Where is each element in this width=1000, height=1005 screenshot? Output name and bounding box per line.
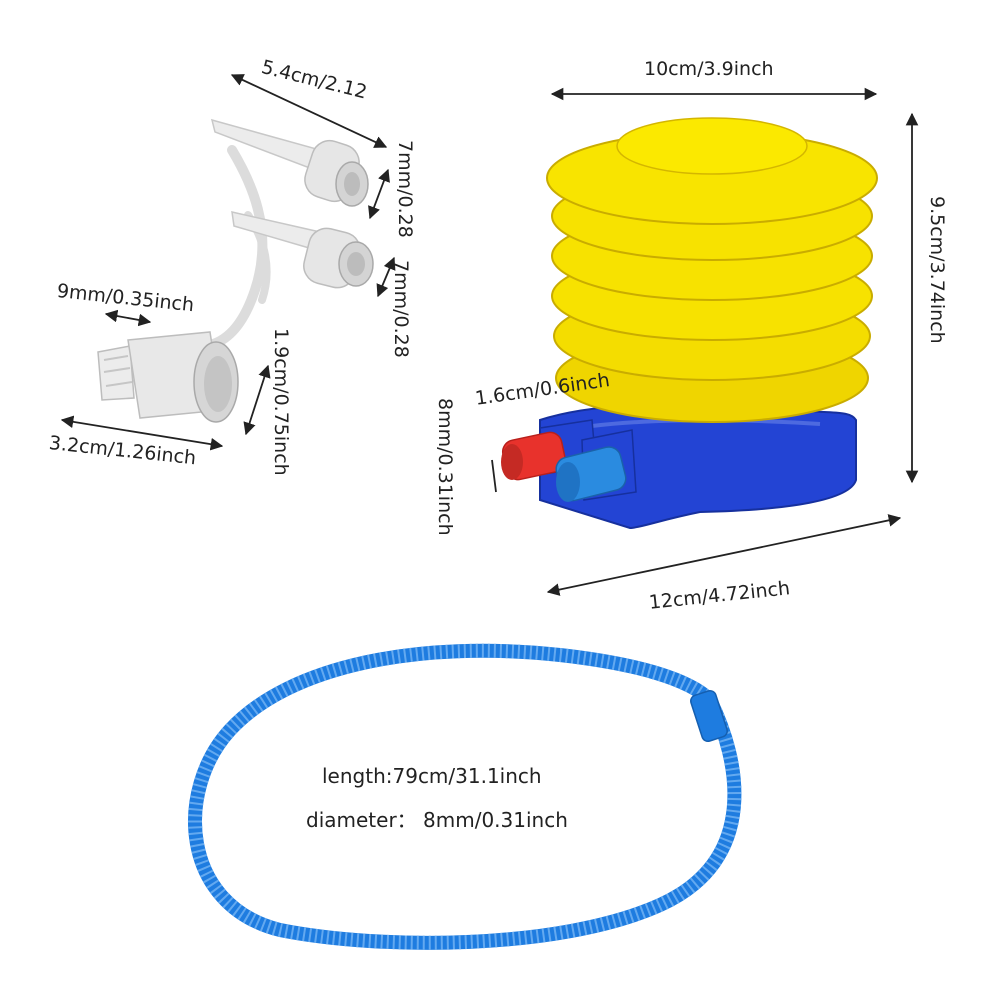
arrow-adapter-length — [230, 74, 388, 148]
dimension-arrows — [60, 74, 919, 596]
hose — [188, 643, 742, 950]
arrow-tip-b — [376, 256, 396, 298]
arrow-nozzle-diameter — [491, 459, 497, 493]
label-adapter-tip-a: 7mm/0.28 — [394, 140, 416, 238]
pump-nozzle-blue — [555, 429, 637, 502]
arrow-valve-tip — [104, 309, 152, 327]
arrow-tip-a — [368, 168, 390, 220]
label-adapter-tip-b: 7mm/0.28 — [390, 260, 412, 358]
pump-bellows — [546, 117, 878, 423]
adapter-sprue — [97, 118, 374, 423]
arrow-valve-height — [243, 364, 271, 436]
adapter-nozzle-upper — [304, 139, 369, 207]
label-valve-height: 1.9cm/0.75inch — [270, 328, 292, 476]
label-hose-diameter: diameter： 8mm/0.31inch — [306, 808, 568, 832]
label-pump-width: 10cm/3.9inch — [644, 58, 774, 80]
label-pump-height: 9.5cm/3.74inch — [926, 196, 948, 344]
foot-pump — [501, 117, 878, 530]
arrow-valve-length — [60, 415, 224, 451]
adapter-nozzle-lower — [303, 227, 374, 289]
hose-end — [690, 689, 728, 743]
label-hose-length: length:79cm/31.1inch — [322, 764, 542, 788]
arrow-base-length — [546, 514, 902, 596]
label-nozzle-diameter: 8mm/0.31inch — [434, 398, 456, 536]
valve-adapter — [97, 331, 239, 423]
